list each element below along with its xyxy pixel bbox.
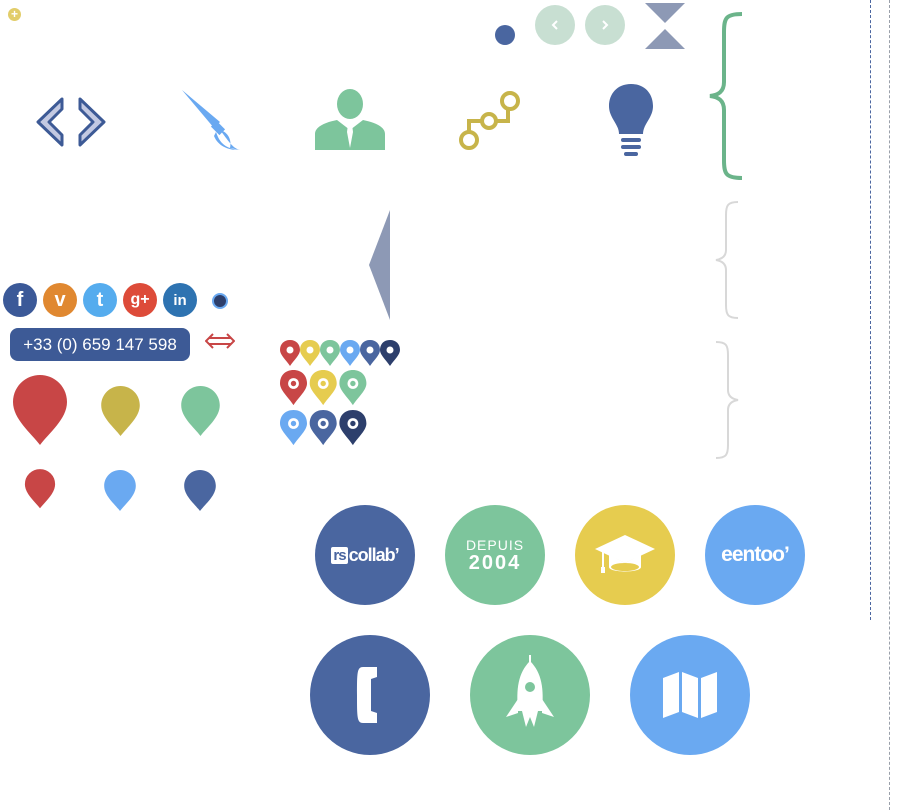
previous-button[interactable] xyxy=(535,5,575,45)
path-icon[interactable] xyxy=(458,90,522,152)
graduation-cap-icon xyxy=(595,535,655,573)
depuis-2004-badge[interactable]: DEPUIS 2004 xyxy=(445,505,545,605)
dashed-line-1 xyxy=(870,0,871,620)
chevron-left-icon xyxy=(551,20,558,30)
marker-gold-xs xyxy=(300,340,320,366)
brace-gray-left xyxy=(715,201,739,319)
dashed-line-2 xyxy=(889,0,890,810)
facebook-icon[interactable]: f xyxy=(3,283,37,317)
linkedin-icon[interactable]: in xyxy=(163,283,197,317)
pin-red-large xyxy=(13,375,67,445)
google-plus-icon[interactable]: g+ xyxy=(123,283,157,317)
marker-navy-xs xyxy=(360,340,380,366)
phone-icon xyxy=(357,667,377,723)
rocket-button[interactable] xyxy=(470,635,590,755)
brace-gray-right xyxy=(715,341,739,459)
twitter-icon[interactable]: t xyxy=(83,283,117,317)
rscollab-text: collab’ xyxy=(348,544,400,565)
user-icon[interactable] xyxy=(315,88,385,150)
graduation-badge[interactable] xyxy=(575,505,675,605)
depuis-label: DEPUIS xyxy=(465,537,525,553)
chevron-right-icon xyxy=(602,20,609,30)
viadeo-icon[interactable]: v xyxy=(43,283,77,317)
marker-darknavy-xs xyxy=(380,340,400,366)
plus-icon[interactable]: + xyxy=(8,8,21,21)
marker-blue-xs xyxy=(340,340,360,366)
next-button[interactable] xyxy=(585,5,625,45)
map-icon xyxy=(663,672,717,718)
rscollab-badge[interactable]: rs collab’ xyxy=(315,505,415,605)
rocket-icon xyxy=(506,655,554,727)
code-icon[interactable] xyxy=(32,95,110,149)
eentoo-badge[interactable]: eentoo’ xyxy=(705,505,805,605)
hourglass-icon xyxy=(645,3,685,49)
brace-green xyxy=(709,12,743,180)
brush-icon[interactable] xyxy=(180,88,242,152)
left-triangle-icon[interactable] xyxy=(369,210,391,320)
pin-red-small xyxy=(24,467,56,512)
phone-number-badge[interactable]: +33 (0) 659 147 598 xyxy=(10,328,190,361)
small-dot-icon xyxy=(212,293,228,309)
pin-navy-small xyxy=(184,470,216,511)
marker-green-xs xyxy=(320,340,340,366)
phone-button[interactable] xyxy=(310,635,430,755)
rscollab-prefix: rs xyxy=(331,546,348,564)
bulb-icon[interactable] xyxy=(609,84,653,156)
pin-blue-small xyxy=(104,470,136,511)
double-arrow-icon[interactable] xyxy=(205,332,235,350)
slider-dot[interactable] xyxy=(495,25,515,45)
phone-number-text: +33 (0) 659 147 598 xyxy=(23,334,177,354)
map-markers xyxy=(280,340,400,446)
year-label: 2004 xyxy=(468,552,522,574)
pin-green-large xyxy=(181,386,220,436)
map-button[interactable] xyxy=(630,635,750,755)
eentoo-text: eentoo’ xyxy=(721,543,790,566)
pin-gold-large xyxy=(101,386,140,436)
marker-red-xs xyxy=(280,340,300,366)
